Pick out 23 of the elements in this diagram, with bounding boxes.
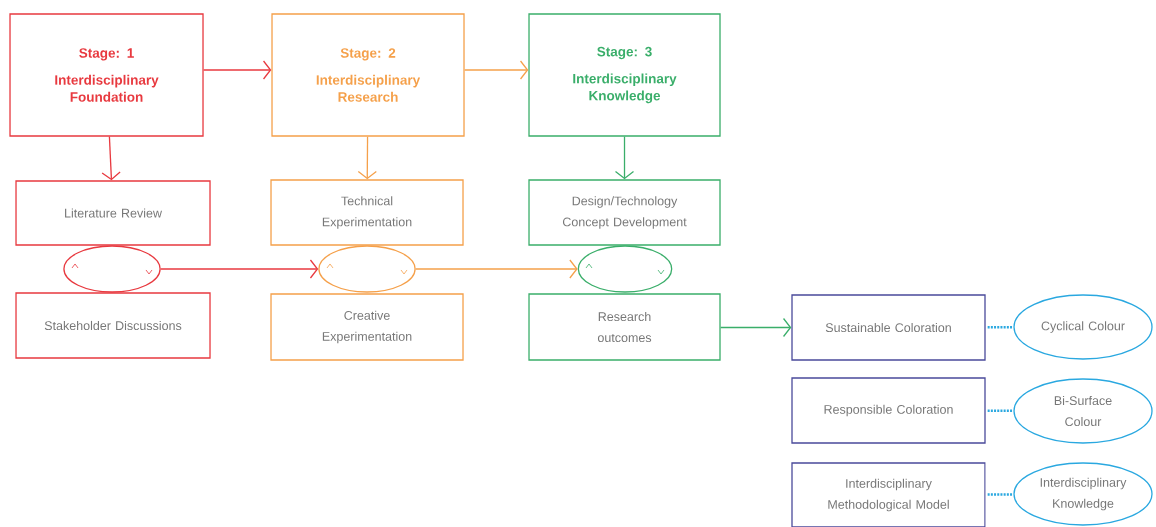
process-box: Technical Experimentation	[270, 179, 464, 246]
cycle-ellipse	[577, 245, 673, 293]
arrow	[203, 60, 272, 80]
process-box: Stakeholder Discussions	[15, 292, 211, 359]
arrow	[720, 317, 792, 338]
arrow	[614, 136, 635, 180]
process-box: Design/Technology Concept Development	[528, 179, 721, 246]
process-box: Interdisciplinary Methodological Model	[791, 462, 986, 527]
stage-box: Stage: 3 Interdisciplinary Knowledge	[528, 13, 721, 137]
arrow	[464, 60, 529, 80]
process-box: Creative Experimentation	[270, 293, 464, 361]
stage-box: Stage: 2 Interdisciplinary Research	[271, 13, 465, 137]
arrow	[160, 259, 319, 279]
arrow	[357, 136, 377, 180]
cycle-ellipse	[63, 245, 161, 293]
process-box: Sustainable Coloration	[791, 294, 986, 361]
arrow	[415, 259, 578, 279]
cycle-ellipse	[318, 245, 416, 293]
process-box: Literature Review	[15, 180, 211, 246]
arrow	[101, 136, 121, 181]
process-box: Research outcomes	[528, 293, 721, 361]
stage-box: Stage: 1 Interdisciplinary Foundation	[9, 13, 204, 137]
process-box: Responsible Coloration	[791, 377, 986, 444]
